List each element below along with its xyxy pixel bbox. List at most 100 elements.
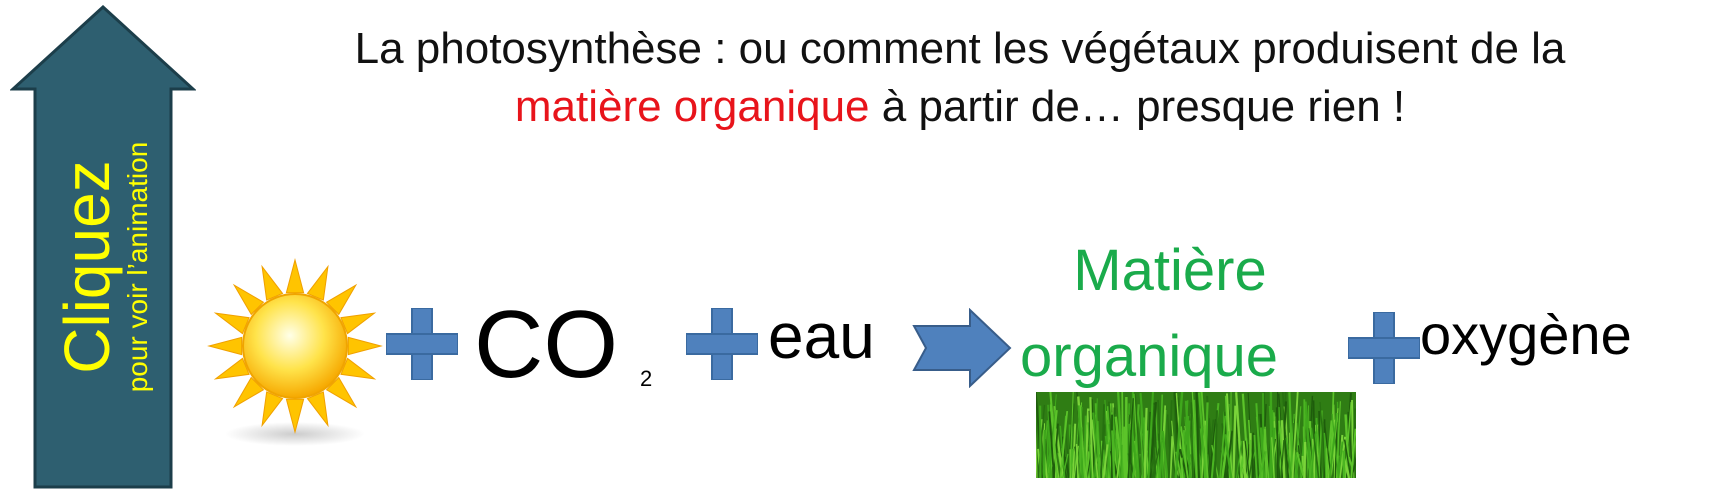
plus-icon <box>686 308 758 380</box>
sun-ray <box>340 357 377 380</box>
up-arrow-shape <box>9 4 197 489</box>
sun-ray <box>232 376 265 409</box>
grass-blade <box>1291 392 1299 478</box>
grass-blade <box>1331 413 1340 478</box>
right-arrow-icon <box>912 308 1012 388</box>
grass-blade <box>1259 427 1266 478</box>
grass-blade <box>1213 410 1218 478</box>
grass-blade <box>1288 392 1294 478</box>
grass-blade <box>1255 403 1262 478</box>
grass-blade <box>1119 444 1123 478</box>
grass-blade <box>1242 440 1247 478</box>
grass-blade <box>1069 392 1074 478</box>
sun-ray <box>232 283 265 316</box>
grass-blade <box>1078 405 1086 478</box>
grass-blade <box>1311 423 1320 478</box>
grass-blade <box>1190 402 1194 478</box>
product-organic-matter-line1: Matière <box>1073 238 1267 303</box>
sun-ray <box>261 264 284 301</box>
grass-blade <box>1048 411 1055 478</box>
grass-blade <box>1235 440 1243 478</box>
sun-ray <box>213 312 250 335</box>
grass-blade <box>1251 432 1255 478</box>
sun-ray <box>285 258 305 294</box>
grass-blade <box>1115 438 1121 478</box>
grass-blade <box>1200 392 1209 478</box>
grass-blade <box>1042 429 1046 478</box>
grass-blade <box>1130 430 1139 478</box>
grass-blade <box>1269 407 1273 478</box>
co2-label: CO <box>474 291 618 398</box>
sun-ray <box>340 312 377 335</box>
grass-blade <box>1219 415 1227 478</box>
grass-blade <box>1046 420 1050 478</box>
grass-blade <box>1134 393 1142 478</box>
plus-icon <box>1348 312 1420 384</box>
title-line-2: matière organique à partir de… presque r… <box>205 78 1715 136</box>
water-label: eau <box>768 300 875 372</box>
grass-blade <box>1143 407 1148 478</box>
grass-blade <box>1207 419 1215 478</box>
grass-blade <box>1310 431 1317 478</box>
grass-blade <box>1258 451 1267 478</box>
grass-blade <box>1200 427 1204 478</box>
grass-blade <box>1116 449 1122 478</box>
grass-blade <box>1048 394 1057 478</box>
grass-blade <box>1116 392 1124 478</box>
grass-blade <box>1159 442 1163 478</box>
grass-blade <box>1151 446 1161 478</box>
grass-blade <box>1112 414 1119 478</box>
grass-blade <box>1180 415 1190 478</box>
grass-blade <box>1091 419 1099 478</box>
grass-blade <box>1093 398 1098 478</box>
play-animation-button[interactable] <box>9 4 197 489</box>
grass-blade <box>1087 422 1093 478</box>
sun-ray <box>347 336 383 356</box>
grass-blade <box>1350 428 1356 478</box>
grass-blade <box>1303 441 1307 478</box>
grass-blade <box>1102 444 1109 478</box>
title-highlight: matière organique <box>514 82 870 131</box>
grass-blade <box>1174 392 1184 478</box>
grass-blade <box>1275 407 1279 478</box>
grass-blade <box>1132 404 1140 478</box>
grass-blade <box>1304 401 1313 478</box>
grass-blade <box>1099 424 1106 478</box>
grass-blade <box>1089 397 1094 478</box>
grass-blade <box>1036 430 1038 478</box>
grass-blade <box>1049 392 1059 478</box>
grass-blade <box>1223 434 1233 478</box>
grass-blade <box>1328 412 1338 478</box>
grass-blade <box>1250 439 1252 478</box>
plus-icon <box>386 308 458 380</box>
grass-blade <box>1221 431 1230 478</box>
title-line-1: La photosynthèse : ou comment les végéta… <box>354 24 1566 73</box>
grass-blade <box>1253 434 1258 478</box>
grass-blade <box>1280 440 1285 478</box>
grass-blade <box>1225 430 1234 478</box>
grass-blade <box>1325 420 1333 478</box>
title-line-2-rest: à partir de… presque rien ! <box>869 82 1406 131</box>
grass-blade <box>1180 426 1189 478</box>
grass-blade <box>1073 445 1079 478</box>
page-title: La photosynthèse : ou comment les végéta… <box>205 20 1715 136</box>
grass-blade <box>1295 452 1305 478</box>
grass-blade <box>1285 437 1293 478</box>
grass-blade <box>1168 400 1173 478</box>
sun-ray <box>285 398 305 434</box>
grass-blade <box>1071 423 1077 478</box>
grass-blade <box>1062 453 1069 478</box>
oxygen-label: oxygène <box>1420 303 1632 366</box>
sun-ray <box>306 391 329 428</box>
grass-blade <box>1111 430 1116 478</box>
grass-blade <box>1232 405 1237 478</box>
grass-blade <box>1147 392 1155 478</box>
sun-ray <box>207 336 243 356</box>
grass-blade <box>1075 443 1079 478</box>
grass-blade <box>1244 440 1250 478</box>
grass-blade <box>1343 439 1352 478</box>
grass-blade <box>1337 441 1344 478</box>
grass-blade <box>1282 420 1290 478</box>
grass-blade <box>1179 448 1188 478</box>
grass-blade <box>1195 392 1201 478</box>
